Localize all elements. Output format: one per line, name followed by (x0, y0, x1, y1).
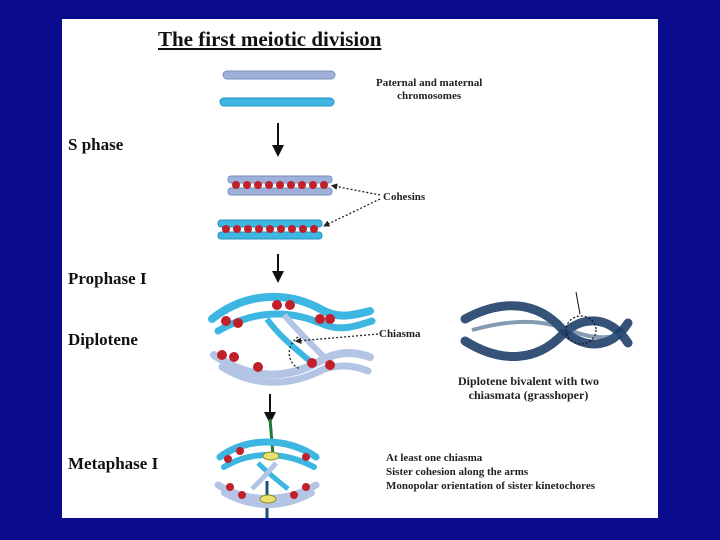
cohesin-dot (244, 225, 252, 233)
cohesin-dot (222, 225, 230, 233)
cohesins-label: Cohesins (383, 191, 426, 203)
meiosis-illustration (208, 70, 635, 518)
metaphase-bivalent (214, 418, 320, 518)
s-phase-maternal-bivalent (217, 219, 323, 240)
cohesin-dot (276, 181, 284, 189)
cohesin-dot (315, 314, 325, 324)
micrograph-pointer (575, 291, 581, 315)
stage-metaphase: Metaphase I (68, 454, 159, 473)
cohesin-dot (229, 352, 239, 362)
cohesin-dot (233, 318, 243, 328)
cohesin-dot (255, 225, 263, 233)
cohesin-dot (298, 181, 306, 189)
chiasma-pointer (294, 333, 379, 344)
chiasma-label: Chiasma (379, 328, 421, 340)
stage-s-phase: S phase (68, 135, 124, 154)
cohesin-dot (232, 181, 240, 189)
cohesin-dot (238, 491, 246, 499)
metaphase-points: At least one chiasma Sister cohesion alo… (386, 451, 595, 493)
cohesin-dot (266, 225, 274, 233)
cohesin-dot (254, 181, 262, 189)
metaphase-point: At least one chiasma (386, 452, 483, 464)
chiasma-circle (565, 315, 597, 345)
cohesin-dot (288, 225, 296, 233)
cohesin-dot (302, 453, 310, 461)
cohesin-dot (310, 225, 318, 233)
cohesin-dot (285, 300, 295, 310)
cohesin-pointer (323, 198, 381, 227)
parental-chromosomes-label: Paternal and maternal chromosomes (376, 77, 483, 102)
stage-prophase: Prophase I (68, 269, 147, 288)
maternal-chromosome (219, 97, 335, 107)
stage-diplotene: Diplotene (68, 330, 138, 349)
metaphase-point: Sister cohesion along the arms (386, 466, 529, 478)
diplotene-micrograph (455, 291, 635, 372)
cohesin-dot (243, 181, 251, 189)
slide-title: The first meiotic division (158, 27, 382, 51)
parental-chromosomes (219, 70, 336, 107)
cohesin-dot (309, 181, 317, 189)
s-phase-paternal-bivalent (227, 175, 333, 196)
cohesin-dot (221, 316, 231, 326)
cohesin-dot (320, 181, 328, 189)
metaphase-point: Monopolar orientation of sister kinetoch… (386, 480, 595, 492)
kinetochore (262, 451, 280, 461)
cohesin-pointer (330, 183, 381, 196)
cohesin-dot (217, 350, 227, 360)
cohesin-dot (226, 483, 234, 491)
cohesin-dot (272, 300, 282, 310)
slide: The first meiotic division S phase Proph… (62, 19, 658, 518)
cohesin-dot (287, 181, 295, 189)
diplotene-bivalent (208, 292, 376, 386)
cohesin-dot (233, 225, 241, 233)
cohesin-dot (325, 360, 335, 370)
cohesin-dot (302, 483, 310, 491)
cohesin-dot (290, 491, 298, 499)
cohesin-dot (307, 358, 317, 368)
cohesin-dot (299, 225, 307, 233)
spindle-fiber (268, 418, 275, 456)
cohesin-dot (236, 447, 244, 455)
cohesin-dot (253, 362, 263, 372)
cohesin-dot (224, 455, 232, 463)
cohesin-dot (277, 225, 285, 233)
kinetochore (259, 494, 277, 504)
cohesin-dot (265, 181, 273, 189)
cohesin-dot (325, 314, 335, 324)
paternal-chromosome (222, 70, 336, 80)
micrograph-caption: Diplotene bivalent with two chiasmata (g… (458, 374, 599, 402)
